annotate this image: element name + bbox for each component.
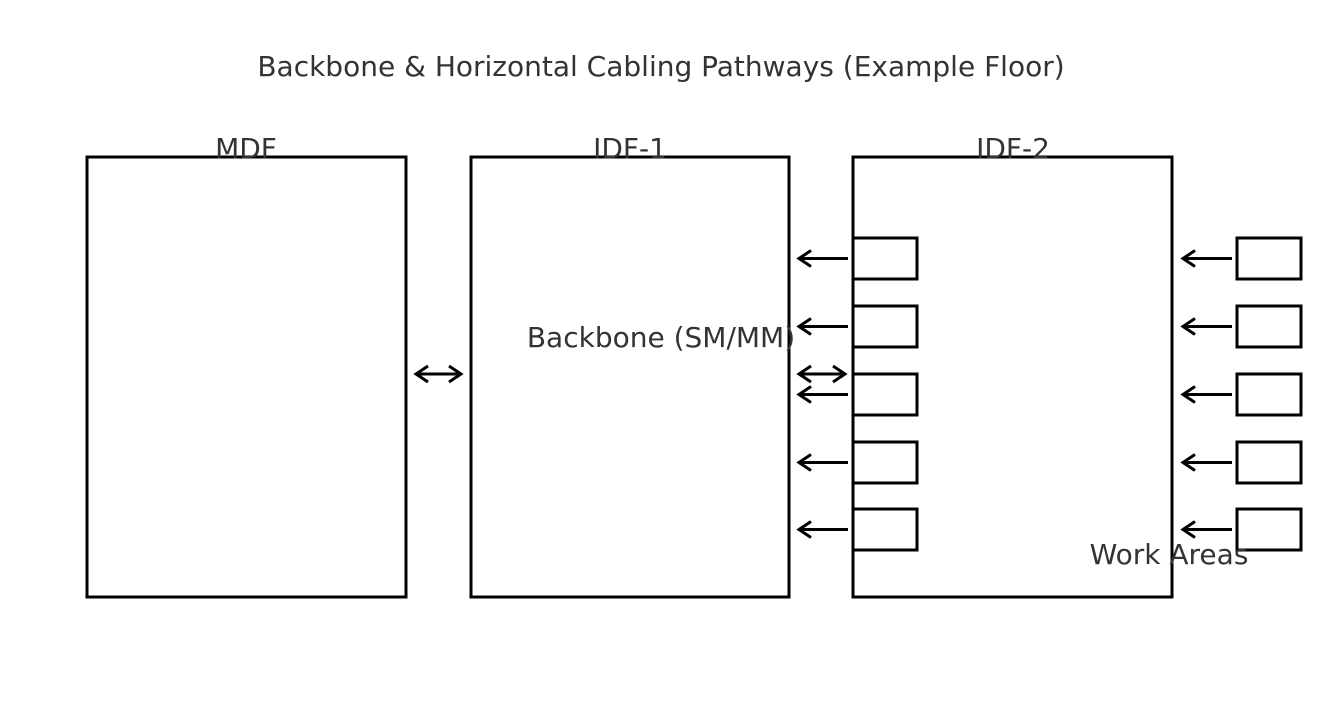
work-area-outlet-idf-2-3 <box>1235 372 1303 417</box>
idf-1-label: IDF-1 <box>593 132 667 165</box>
mdf-label: MDF <box>215 132 277 165</box>
horizontal-cable-arrow-idf-1-4 <box>796 453 848 472</box>
horizontal-cable-arrow-idf-2-3 <box>1180 385 1232 404</box>
diagram-title: Backbone & Horizontal Cabling Pathways (… <box>257 50 1064 83</box>
work-area-outlet-idf-2-4 <box>1235 440 1303 485</box>
work-area-group-idf-1 <box>796 236 919 552</box>
mdf-room-box <box>85 155 408 599</box>
work-area-outlet-idf-2-5 <box>1235 507 1303 552</box>
horizontal-cable-arrow-idf-1-5 <box>796 520 848 539</box>
backbone-link-mdf-idf-1 <box>413 364 464 384</box>
work-area-outlet-idf-1-3 <box>851 372 919 417</box>
work-area-outlet-idf-1-1 <box>851 236 919 281</box>
backbone-label: Backbone (SM/MM) <box>527 321 795 354</box>
horizontal-cable-arrow-idf-2-2 <box>1180 317 1232 336</box>
horizontal-cable-arrow-idf-1-1 <box>796 249 848 268</box>
work-areas-label: Work Areas <box>1090 538 1249 571</box>
work-area-outlet-idf-2-2 <box>1235 304 1303 349</box>
idf-2-label: IDF-2 <box>976 132 1050 165</box>
work-area-outlet-idf-2-1 <box>1235 236 1303 281</box>
work-area-outlet-idf-1-5 <box>851 507 919 552</box>
horizontal-cable-arrow-idf-2-5 <box>1180 520 1232 539</box>
work-area-group-idf-2 <box>1180 236 1303 552</box>
horizontal-cable-arrow-idf-2-1 <box>1180 249 1232 268</box>
horizontal-cable-arrow-idf-1-3 <box>796 385 848 404</box>
backbone-link-idf-1-idf-2 <box>796 364 848 384</box>
horizontal-cable-arrow-idf-1-2 <box>796 317 848 336</box>
idf-1-room-box <box>469 155 791 599</box>
horizontal-cable-arrow-idf-2-4 <box>1180 453 1232 472</box>
work-area-outlet-idf-1-2 <box>851 304 919 349</box>
work-area-outlet-idf-1-4 <box>851 440 919 485</box>
